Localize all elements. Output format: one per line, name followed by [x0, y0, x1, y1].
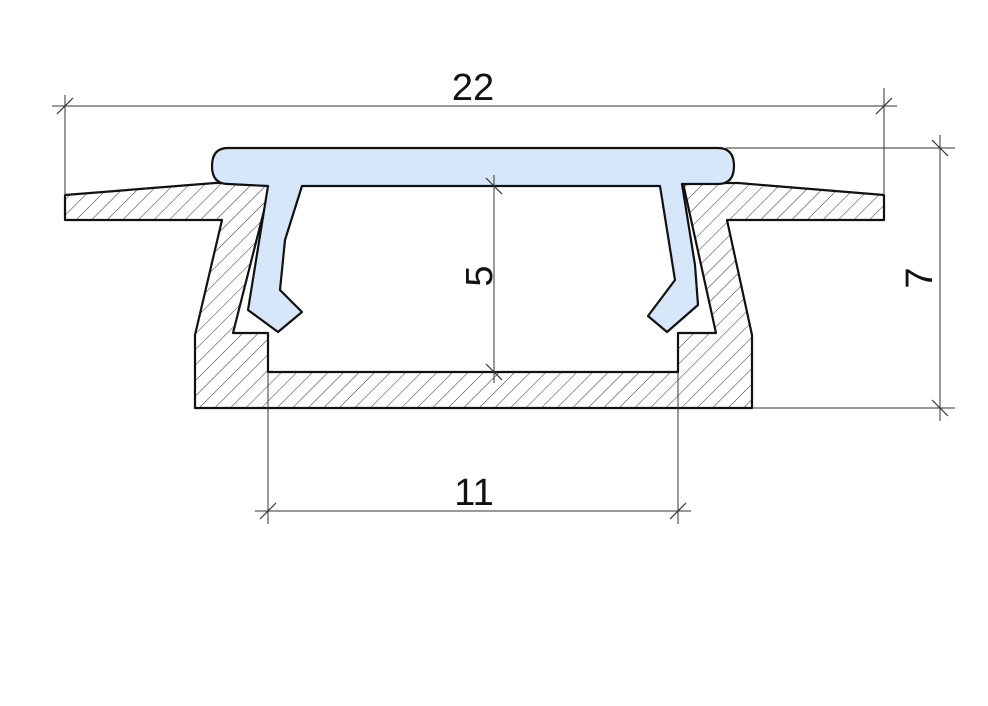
- dimension-label-inner-width: 11: [454, 472, 493, 514]
- aluminium-profile-section: [63, 181, 886, 410]
- dimension-label-overall-width: 22: [452, 67, 494, 109]
- dimension-label-overall-height: 7: [899, 267, 941, 288]
- diffuser-cover: [210, 146, 736, 334]
- dimension-inner-width: 11: [255, 372, 691, 524]
- dimension-overall-width: 22: [52, 67, 897, 195]
- dimension-inner-height: 5: [459, 175, 503, 383]
- dimension-label-inner-height: 5: [459, 265, 501, 286]
- dimension-overall-height: 7: [726, 135, 955, 421]
